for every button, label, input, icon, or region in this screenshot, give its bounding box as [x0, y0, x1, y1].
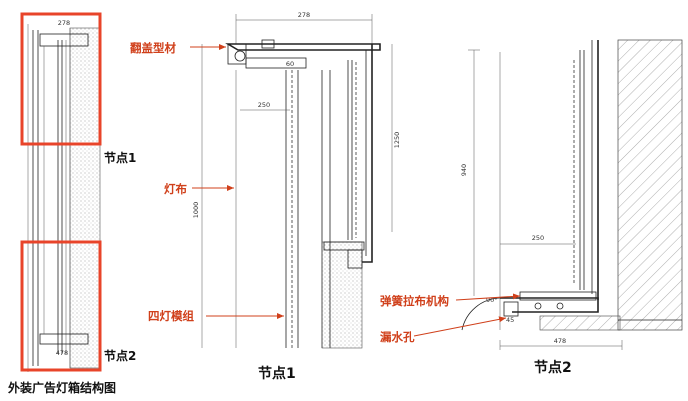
node2-detail: 940 250 90° 45 478 弹簧拉布机构 漏水孔 节点2 — [380, 39, 683, 376]
node2-angle: 90° — [486, 296, 498, 304]
node1-dim-vertical: 1000 — [192, 202, 200, 219]
callout-led-module: 四灯模组 — [148, 309, 194, 323]
callout-drain-hole: 漏水孔 — [380, 330, 415, 344]
node1-dim-width: 278 — [298, 11, 310, 19]
node2-title: 节点2 — [534, 359, 572, 376]
callout-flip-cover: 翻盖型材 — [130, 41, 176, 55]
overview-node1-label: 节点1 — [104, 150, 136, 165]
overview-dim-478: 478 — [56, 349, 68, 357]
node1-title: 节点1 — [258, 365, 296, 382]
node2-dim-940: 940 — [460, 164, 468, 176]
callout-spring-tension: 弹簧拉布机构 — [380, 294, 449, 308]
callout-light-cloth: 灯布 — [164, 182, 187, 196]
overview-node2-label: 节点2 — [104, 348, 136, 363]
node1-detail: 278 1000 60 1250 250 翻盖型材 — [130, 11, 401, 382]
node2-dim-478: 478 — [554, 337, 566, 345]
node2-highlight-box — [20, 240, 102, 372]
node1-dim-height: 1250 — [393, 132, 401, 149]
node1-dim-small: 60 — [286, 60, 294, 68]
node2-dim-250: 250 — [532, 234, 544, 242]
node2-dim-small: 45 — [506, 316, 514, 324]
overview-elevation: 278 478 节点1 节点2 — [20, 12, 136, 372]
diagram-caption: 外装广告灯箱结构图 — [8, 380, 116, 395]
node1-highlight-box — [20, 12, 102, 146]
overview-dim-top: 278 — [58, 19, 70, 27]
node1-dim-250: 250 — [258, 101, 270, 109]
